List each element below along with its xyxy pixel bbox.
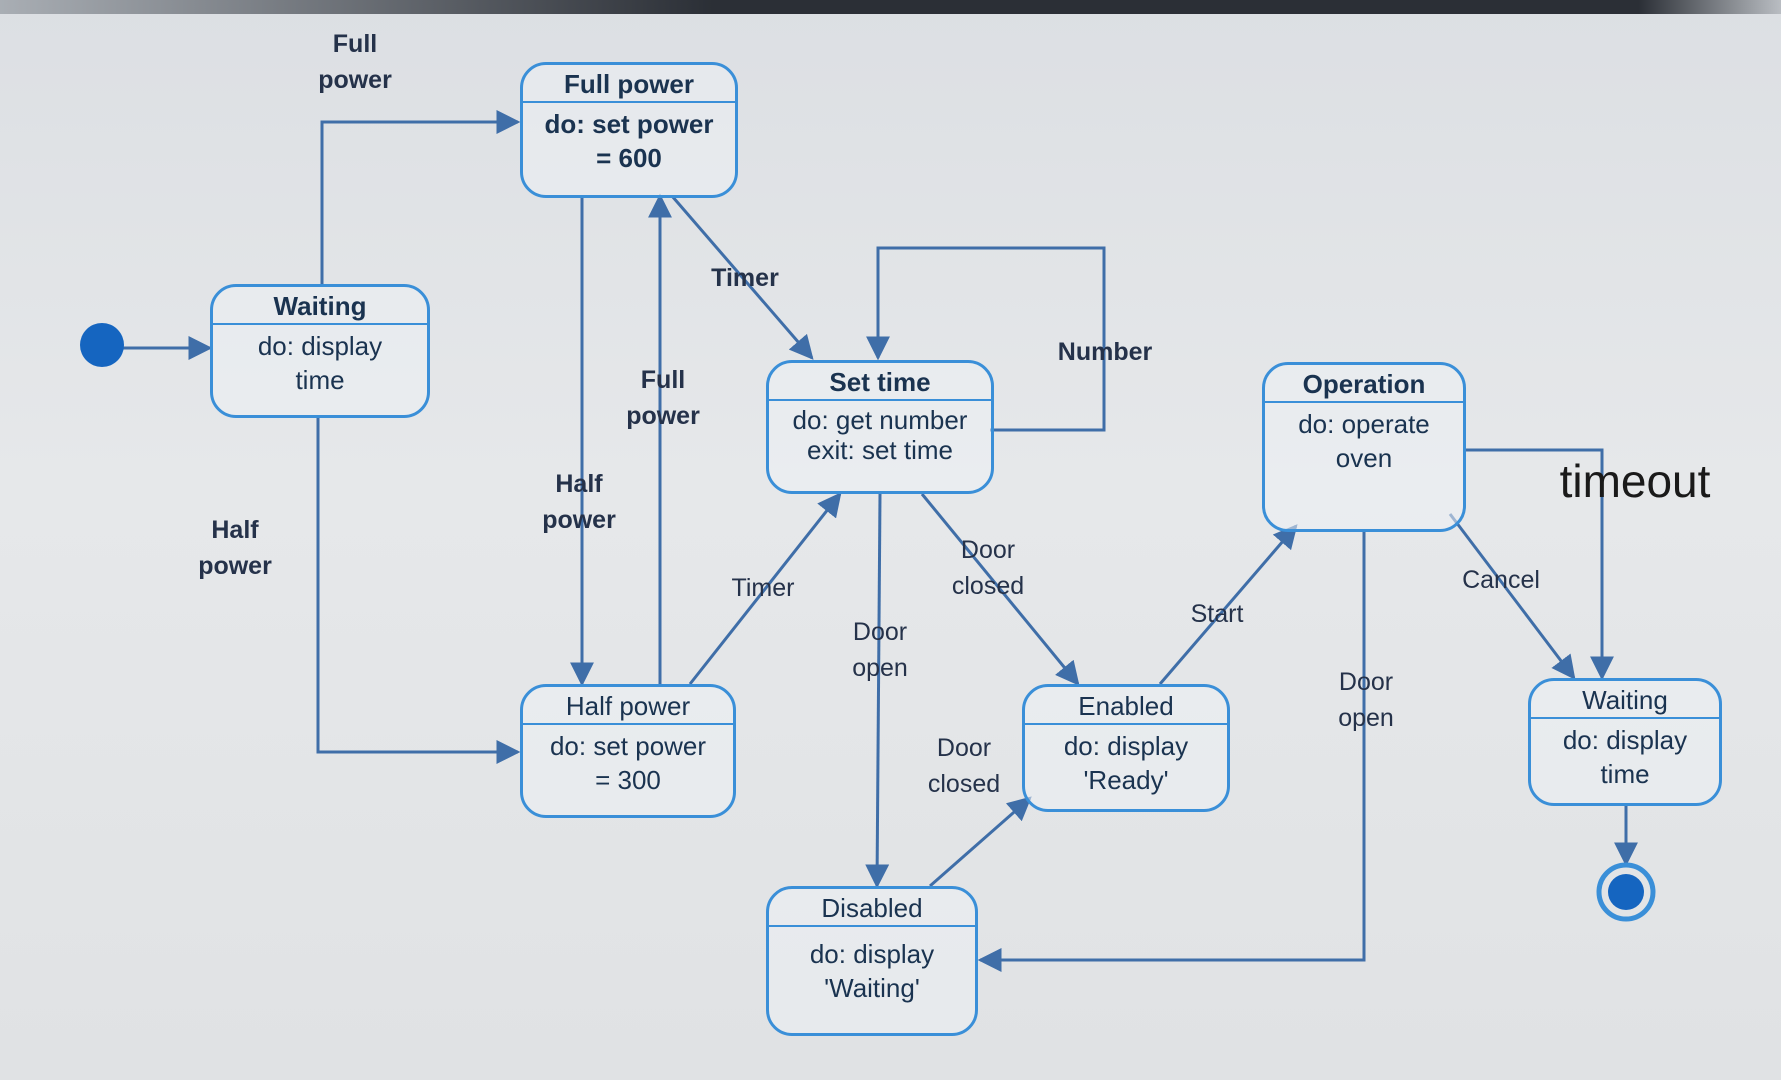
- final-state-dot: [1608, 874, 1644, 910]
- label-start: Start: [1190, 600, 1244, 628]
- settime-to-enabled-arrow: [920, 493, 1080, 686]
- operation-to-disabled-arrow: [977, 530, 1366, 972]
- label-timer-top: Timer: [711, 264, 779, 292]
- state-name: Operation: [1265, 365, 1463, 403]
- state-activity: do: operate oven: [1298, 409, 1430, 473]
- fullpower-to-settime-arrow: [670, 195, 814, 360]
- state-activity: do: display 'Ready': [1063, 731, 1189, 795]
- label-timeout: timeout: [1559, 455, 1711, 507]
- settime-to-disabled-arrow: [865, 493, 890, 889]
- label-door-open-mid: Door open: [852, 618, 908, 682]
- state-name: Waiting: [1531, 681, 1719, 719]
- state-name: Waiting: [213, 287, 427, 325]
- label-full-power-top: Full power: [318, 30, 392, 94]
- final-state-ring: [1596, 862, 1656, 922]
- state-activity: do: get number exit: set time: [792, 405, 968, 465]
- waiting-to-halfpower-arrow: [316, 418, 521, 764]
- state-waiting-right: Waiting do: display time: [1528, 678, 1722, 806]
- label-half-power-mid: Half power: [542, 470, 616, 534]
- state-name: Set time: [769, 363, 991, 401]
- label-number: Number: [1057, 338, 1153, 366]
- state-name: Full power: [523, 65, 735, 103]
- initial-state-dot: [80, 323, 124, 367]
- disabled-to-enabled-arrow: [929, 796, 1032, 888]
- label-half-power-left: Half power: [198, 516, 272, 580]
- state-name: Disabled: [769, 889, 975, 927]
- label-door-closed-mid: Door closed: [951, 536, 1025, 600]
- monitor-bezel: [0, 0, 1781, 14]
- state-disabled: Disabled do: display 'Waiting': [766, 886, 978, 1036]
- label-door-open-right: Door open: [1338, 668, 1394, 732]
- state-activity: do: set power = 600: [544, 109, 714, 173]
- state-activity: do: set power = 300: [549, 731, 707, 795]
- state-activity: do: display 'Waiting': [809, 939, 935, 1003]
- state-full-power: Full power do: set power = 600: [520, 62, 738, 198]
- state-operation: Operation do: operate oven: [1262, 362, 1466, 532]
- waiting-to-fullpower-arrow: [320, 110, 521, 286]
- operation-to-waiting-cancel-arrow: [1448, 513, 1576, 680]
- operation-to-waiting-timeout-arrow: [1464, 448, 1614, 681]
- enabled-to-operation-arrow: [1158, 524, 1298, 685]
- state-waiting-left: Waiting do: display time: [210, 284, 430, 418]
- label-door-closed-low: Door closed: [927, 734, 1001, 798]
- label-timer-bottom: Timer: [731, 574, 795, 602]
- halfpower-to-settime-arrow: [688, 492, 842, 685]
- state-half-power: Half power do: set power = 300: [520, 684, 736, 818]
- state-activity: do: display time: [1562, 725, 1688, 789]
- label-full-power-mid: Full power: [626, 366, 700, 430]
- label-cancel: Cancel: [1462, 566, 1540, 594]
- state-activity: do: display time: [257, 331, 383, 395]
- state-enabled: Enabled do: display 'Ready': [1022, 684, 1230, 812]
- settime-self-loop-arrow: [866, 246, 1106, 432]
- state-name: Enabled: [1025, 687, 1227, 725]
- state-set-time: Set time do: get number exit: set time: [766, 360, 994, 494]
- state-name: Half power: [523, 687, 733, 725]
